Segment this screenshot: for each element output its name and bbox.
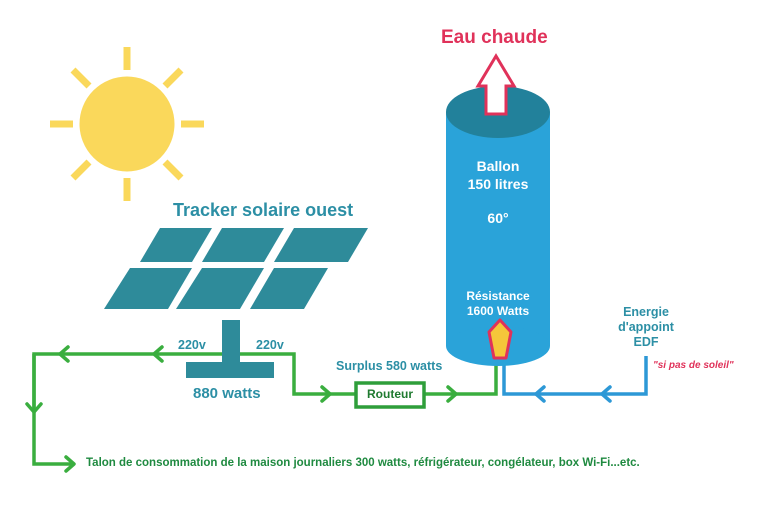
tank-label: Ballon 150 litres <box>446 157 550 193</box>
hot-water-label: Eau chaude <box>441 27 548 48</box>
router-label: Routeur <box>367 387 413 401</box>
sun-icon <box>50 47 204 201</box>
temperature-label: 60° <box>487 210 509 226</box>
tracker-title: Tracker solaire ouest <box>173 200 354 220</box>
surplus-label: Surplus 580 watts <box>336 359 443 373</box>
panel-power-label: 880 watts <box>193 385 261 402</box>
up-arrow-icon <box>475 53 517 116</box>
resistance-label-line2: 1600 Watts <box>466 304 530 318</box>
voltage-right-label: 220v <box>256 338 284 352</box>
solar-panel-icon <box>104 228 368 378</box>
house-consumption-label: Talon de consommation de la maison journ… <box>86 457 640 469</box>
energy-label: Energie d'appoint EDF <box>608 305 684 350</box>
green-arrowheads <box>25 345 458 473</box>
resistance-label-line1: Résistance <box>466 289 530 303</box>
tank-label-line1: Ballon <box>476 158 520 174</box>
tank-label-line2: 150 litres <box>467 176 529 192</box>
blue-arrowheads <box>534 385 612 403</box>
blue-wiring <box>502 356 648 396</box>
green-wiring <box>32 352 498 466</box>
energy-label-line3: EDF <box>633 335 659 349</box>
energy-label-line2: d'appoint <box>618 320 674 334</box>
voltage-left-label: 220v <box>178 338 206 352</box>
no-sun-note: "si pas de soleil" <box>653 360 734 371</box>
heating-element-icon <box>487 318 513 360</box>
resistance-label: Résistance 1600 Watts <box>446 289 550 319</box>
energy-label-line1: Energie <box>623 305 669 319</box>
